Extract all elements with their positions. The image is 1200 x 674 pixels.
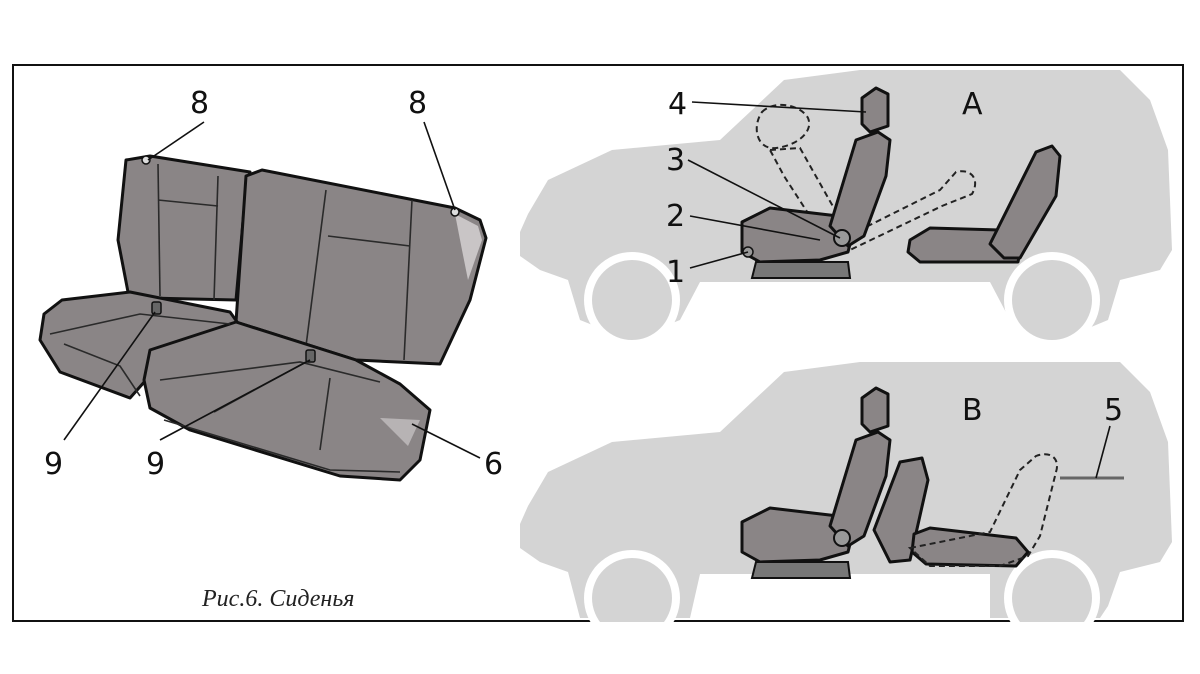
latch-left [141,155,151,165]
rear-cushion-right [142,320,432,482]
callout-4: 4 [668,87,687,122]
seat-rail-b [750,561,852,579]
view-b [520,362,1180,674]
callout-8-right: 8 [408,86,427,121]
callout-9-right: 9 [146,447,165,482]
left-leaders [63,121,481,459]
recline-knob-a [833,229,851,247]
rear-seat-original-outline-b [907,453,1058,567]
front-seat-backrest-b [828,430,892,548]
front-seat-headrest-b [860,386,890,434]
front-seat-headrest-a [860,86,890,134]
rear-seat-illustration [38,154,488,482]
callout-1: 1 [666,255,685,290]
folded-headrest-outline-a [755,103,811,150]
front-seat-cushion-b [740,506,854,564]
view-label-b: B [962,393,983,428]
cushion-highlight [380,418,420,446]
seat-rail-a [750,261,852,279]
figure-caption: Рис.6. Сиденья [201,586,354,612]
buckle-left [151,301,162,315]
rear-cushion-left [38,290,242,400]
recline-knob-b [833,529,851,547]
reclined-backrest-outline-a [838,170,977,252]
front-seat-backrest-a [828,130,892,248]
callout-3: 3 [666,143,685,178]
view-a [520,70,1172,348]
buckle-right [305,349,316,363]
view-label-a: A [962,87,983,122]
callout-8-left: 8 [190,86,209,121]
rear-backrest-left [116,154,252,302]
frame-clip-b [560,622,1180,674]
wheel-inner-rear-a [1012,260,1092,340]
wheel-inner-front-a [592,260,672,340]
wheel-inner-rear-b [1012,558,1092,638]
rear-seat-backrest-a [988,144,1062,260]
callout-6: 6 [484,447,503,482]
backrest-highlight [455,214,482,280]
callout-2: 2 [666,199,685,234]
wheel-inner-front-b [592,558,672,638]
callout-5: 5 [1104,393,1123,428]
callout-9-left: 9 [44,447,63,482]
